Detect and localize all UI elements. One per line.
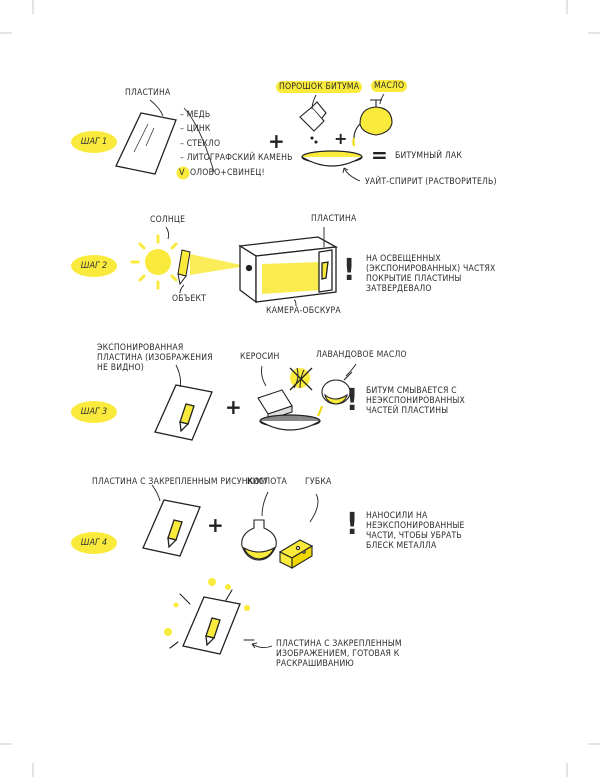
step3-exclaim-icon: ! <box>346 383 359 418</box>
step1-plate <box>115 112 177 175</box>
material-check-icon: V <box>179 168 185 178</box>
lavender-arrow <box>345 363 357 377</box>
step-badge-3: ШАГ 3 <box>71 401 117 423</box>
object-label: ОБЪЕКТ <box>172 294 207 304</box>
bitumen-arrow <box>311 94 317 110</box>
acid-flask <box>241 519 277 561</box>
step4-plus: + <box>207 513 224 537</box>
drip-3 <box>317 405 323 417</box>
sun <box>130 234 178 290</box>
step-badge-2: ШАГ 2 <box>71 255 117 277</box>
bitumen-lacquer-label: БИТУМНЫЙ ЛАК <box>395 151 463 161</box>
material-glass: – СТЕКЛО <box>180 139 221 149</box>
material-zinc: – ЦИНК <box>180 124 211 134</box>
step1-strike <box>183 107 215 173</box>
light-beam <box>190 254 246 275</box>
material-copper: – МЕДЬ <box>180 110 211 120</box>
material-tin-lead: ОЛОВО+СВИНЕЦ! <box>190 168 265 178</box>
final-label: ПЛАСТИНА С ЗАКРЕПЛЕННЫМ ИЗОБРАЖЕНИЕМ, ГО… <box>276 639 402 669</box>
camera-obscura-label: КАМЕРА-ОБСКУРА <box>266 306 341 316</box>
kerosene-label: КЕРОСИН <box>240 352 280 362</box>
material-litho-stone: – ЛИТОГРАФСКИЙ КАМЕНЬ <box>180 153 293 163</box>
step-badge-4: ШАГ 4 <box>71 532 117 554</box>
step1-plus: + <box>268 129 285 153</box>
sun-arrow <box>165 226 170 240</box>
sponge-arrow <box>309 493 319 523</box>
pencil-object <box>177 249 191 286</box>
shine-rays <box>169 589 255 649</box>
step2-note: НА ОСВЕЩЕННЫХ (ЭКСПОНИРОВАННЫХ) ЧАСТЯХ П… <box>366 254 496 294</box>
step4-plate-arrow <box>151 484 161 502</box>
bitumen-powder-label: ПОРОШОК БИТУМА <box>276 81 363 93</box>
step3-bowl <box>259 414 321 431</box>
shine-dots <box>164 578 250 636</box>
camera-arrow <box>293 299 297 307</box>
step4-plate <box>142 499 201 557</box>
oil-jug <box>353 99 393 139</box>
oil-label: МАСЛО <box>371 80 408 92</box>
acid-arrow <box>261 491 269 517</box>
step1-plate-label: ПЛАСТИНА <box>125 88 171 98</box>
oil-drip <box>352 137 355 147</box>
step1-check-highlight <box>176 166 190 180</box>
bitumen-jar <box>299 101 327 144</box>
lavender-crossed <box>289 367 313 391</box>
step2-plate-label: ПЛАСТИНА <box>311 214 357 224</box>
step4-note: НАНОСИЛИ НА НЕЭКСПОНИРОВАННЫЕ ЧАСТИ, ЧТО… <box>366 511 465 551</box>
solvent-label: УАЙТ-СПИРИТ (РАСТВОРИТЕЛЬ) <box>365 177 497 187</box>
step3-plus: + <box>225 395 242 419</box>
camera-obscura <box>238 236 339 304</box>
sun-label: СОЛНЦЕ <box>150 215 186 225</box>
step4-plate-label: ПЛАСТИНА С ЗАКРЕПЛЕННЫМ РИСУНКОМ <box>92 477 267 487</box>
lavender-flask <box>321 371 353 405</box>
step-badge-1: ШАГ 1 <box>71 131 117 153</box>
solvent-arrow <box>343 167 361 182</box>
step4-exclaim-icon: ! <box>346 507 359 542</box>
sponge-label: ГУБКА <box>305 477 332 487</box>
final-arrow <box>251 643 273 649</box>
step1-plus-2: + <box>334 129 347 148</box>
object-arrow <box>179 284 185 294</box>
lavender-oil-label: ЛАВАНДОВОЕ МАСЛО <box>316 350 407 360</box>
step2-exclaim-icon: ! <box>343 253 356 288</box>
kerosene-arrow <box>261 365 267 387</box>
step1-bowl <box>301 150 363 167</box>
step3-note: БИТУМ СМЫВАЕТСЯ С НЕЭКСПОНИРОВАННЫХ ЧАСТ… <box>366 386 465 416</box>
step3-plate <box>154 384 213 441</box>
oil-arrow <box>379 93 385 105</box>
acid-label: КИСЛОТА <box>247 477 287 487</box>
step3-plate-arrow <box>175 364 181 388</box>
step1-equals: = <box>371 143 388 167</box>
step3-plate-label: ЭКСПОНИРОВАННАЯ ПЛАСТИНА (ИЗОБРАЖЕНИЯ НЕ… <box>97 343 213 373</box>
sponge <box>278 539 314 569</box>
step1-arrow <box>149 99 164 117</box>
final-plate <box>182 596 241 655</box>
